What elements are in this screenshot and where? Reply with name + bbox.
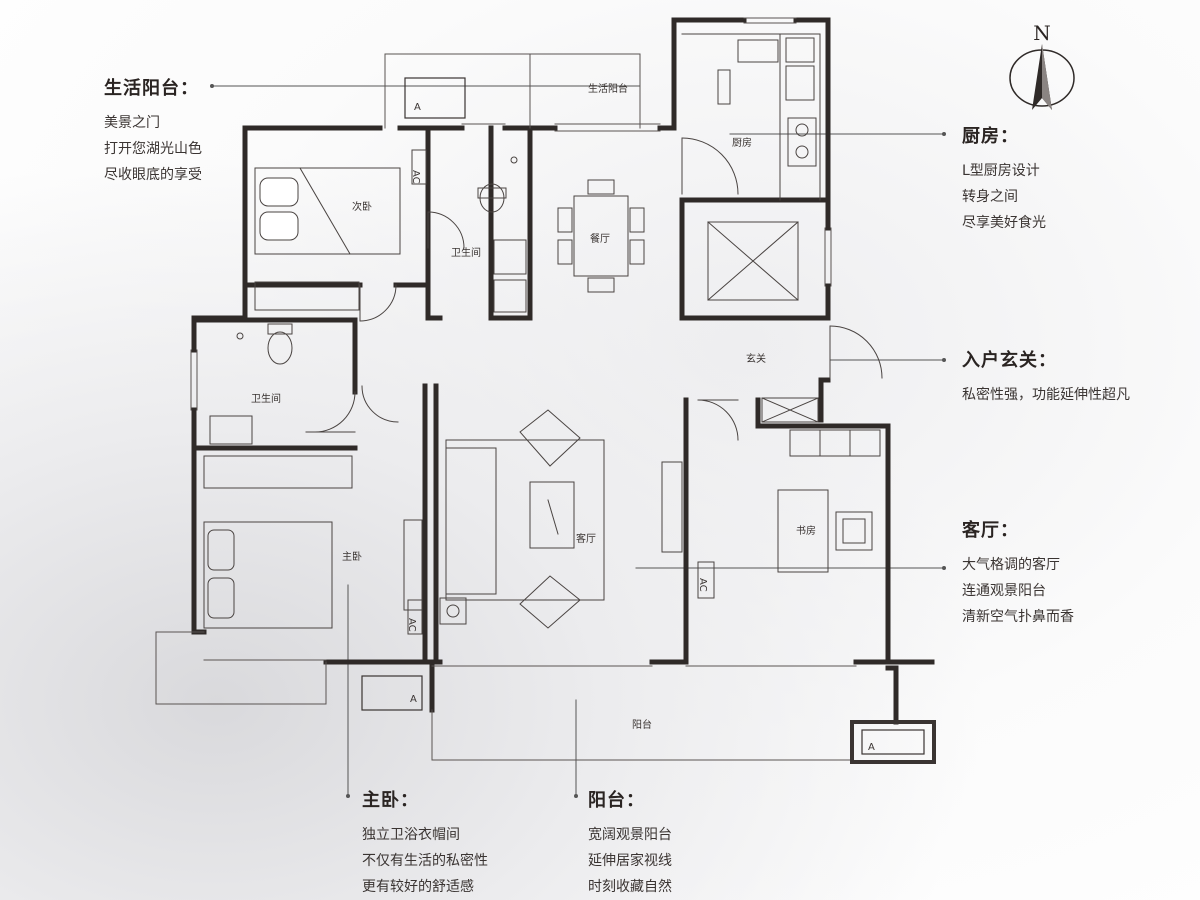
note-line: L型厨房设计	[962, 163, 1040, 179]
note-title: 客厅：	[962, 520, 1019, 541]
note-line: 美景之门	[104, 115, 160, 131]
note-line: 尽收眼底的享受	[104, 167, 202, 183]
note-title: 生活阳台：	[104, 78, 199, 99]
note-line: 更有较好的舒适感	[362, 879, 474, 895]
note-master-bedroom: 主卧： 独立卫浴衣帽间 不仅有生活的私密性 更有较好的舒适感	[362, 786, 488, 900]
label-living-balcony: 生活阳台	[588, 82, 628, 95]
note-line: 私密性强，功能延伸性超凡	[962, 387, 1130, 403]
note-living-room: 客厅： 大气格调的客厅 连通观景阳台 清新空气扑鼻而香	[962, 516, 1074, 630]
ac-units	[361, 77, 936, 764]
leader-lines	[210, 84, 946, 798]
bathroom-2-fixtures	[209, 323, 293, 445]
label-bathroom-1: 卫生间	[451, 246, 481, 259]
label-master-bedroom: 主卧	[342, 550, 362, 563]
ac-unit-bottom-right	[850, 720, 936, 764]
thin-lines	[155, 17, 857, 761]
ac-label-second-bedroom: AC	[410, 170, 421, 184]
shoe-cabinet	[761, 397, 819, 423]
note-line: 清新空气扑鼻而香	[962, 609, 1074, 625]
note-line: 时刻收藏自然	[588, 879, 672, 895]
note-title: 厨房：	[962, 126, 1019, 147]
note-line: 连通观景阳台	[962, 583, 1046, 599]
label-entrance: 玄关	[746, 352, 766, 365]
north-compass-icon	[1009, 44, 1075, 110]
label-bathroom-2: 卫生间	[251, 392, 281, 405]
note-kitchen: 厨房： L型厨房设计 转身之间 尽享美好食光	[962, 122, 1046, 236]
ac-label-master-bedroom: AC	[406, 618, 417, 632]
note-title: 主卧：	[362, 790, 419, 811]
ac-unit-bottom-left	[361, 675, 423, 711]
elevator	[707, 221, 799, 301]
note-line: 独立卫浴衣帽间	[362, 827, 460, 843]
note-living-balcony: 生活阳台： 美景之门 打开您湖光山色 尽收眼底的享受	[104, 74, 202, 188]
note-line: 延伸居家视线	[588, 853, 672, 869]
label-kitchen: 厨房	[732, 136, 752, 149]
note-line: 打开您湖光山色	[104, 141, 202, 157]
ac-label-study: AC	[697, 578, 708, 592]
ac-unit-label-top: A	[414, 102, 421, 113]
door-swings	[305, 137, 883, 441]
note-balcony: 阳台： 宽阔观景阳台 延伸居家视线 时刻收藏自然	[588, 786, 672, 900]
note-line: 宽阔观景阳台	[588, 827, 672, 843]
note-line: 不仅有生活的私密性	[362, 853, 488, 869]
walls	[191, 17, 935, 725]
ac-unit-label-bottom-left: A	[410, 694, 417, 705]
second-bedroom-furniture	[254, 149, 427, 311]
dining-table	[557, 179, 645, 293]
living-room-furniture	[439, 409, 715, 629]
bathroom-1-fixtures	[477, 156, 527, 313]
note-line: 尽享美好食光	[962, 215, 1046, 231]
label-second-bedroom: 次卧	[352, 200, 372, 213]
ac-unit-label-bottom-right: A	[868, 742, 875, 753]
note-entrance: 入户玄关： 私密性强，功能延伸性超凡	[962, 346, 1130, 408]
label-balcony: 阳台	[632, 718, 652, 731]
label-dining: 餐厅	[590, 232, 610, 245]
study-furniture	[777, 429, 881, 573]
label-living-room: 客厅	[576, 532, 596, 545]
note-title: 入户玄关：	[962, 350, 1057, 371]
ac-unit-top	[404, 77, 466, 119]
label-study: 书房	[796, 524, 816, 537]
kitchen-fixtures	[681, 33, 821, 201]
note-title: 阳台：	[588, 790, 645, 811]
note-line: 大气格调的客厅	[962, 557, 1060, 573]
compass-north-label: N	[1033, 21, 1051, 45]
note-line: 转身之间	[962, 189, 1018, 205]
master-bedroom-furniture	[203, 455, 423, 635]
